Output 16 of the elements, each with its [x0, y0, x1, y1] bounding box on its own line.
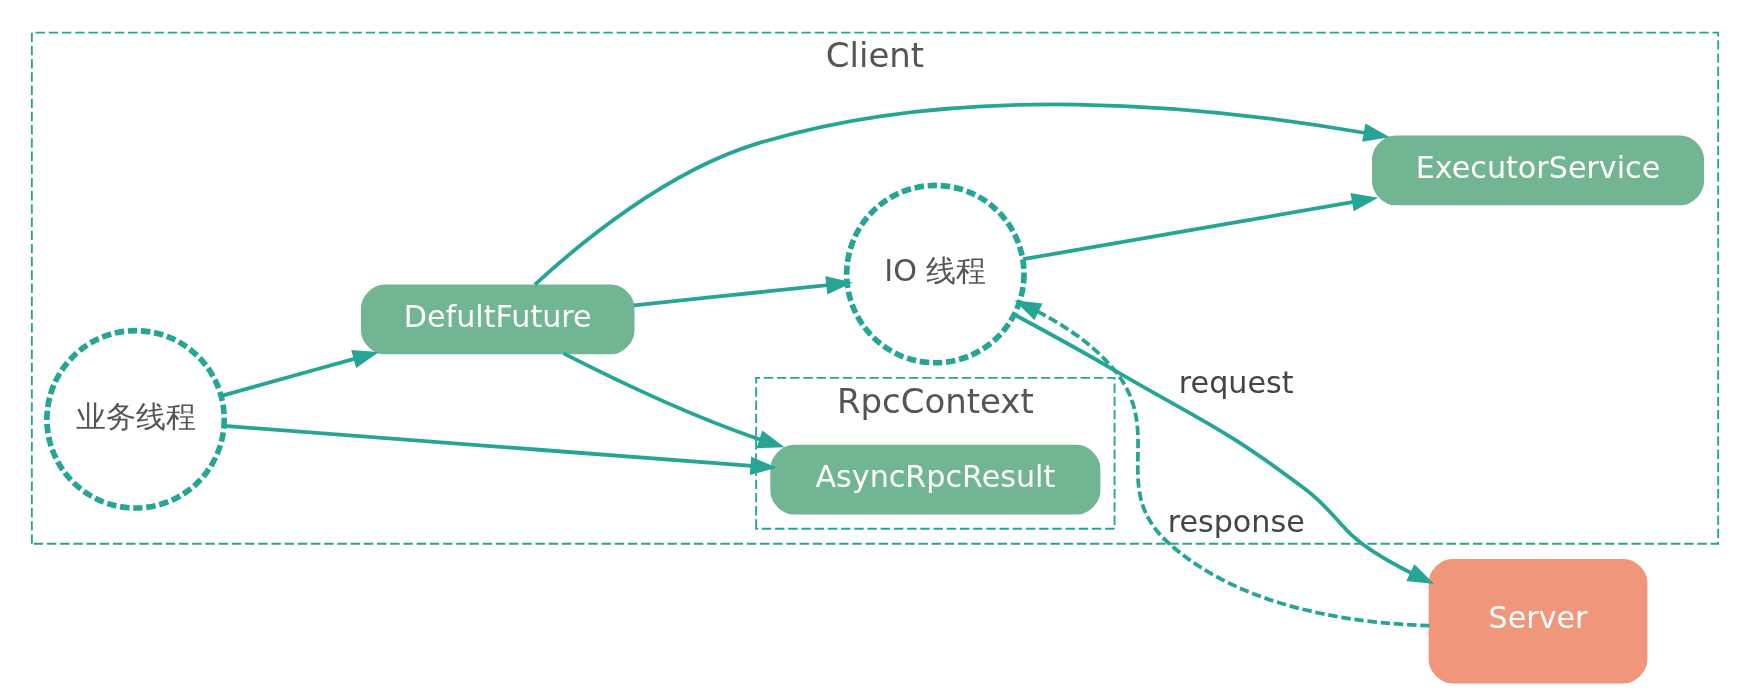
- arrow: [533, 102, 1390, 287]
- arrow: [1014, 300, 1430, 628]
- arrow: [562, 351, 785, 449]
- node-circle: 业务线程: [44, 327, 228, 511]
- edge-label: request: [1178, 364, 1294, 400]
- arrow: [1022, 193, 1379, 262]
- arrow: [633, 276, 853, 308]
- arrow: [221, 350, 380, 398]
- node-box: DefultFuture: [361, 284, 635, 355]
- node-circle: IO 线程: [843, 182, 1027, 366]
- edge-label: response: [1167, 504, 1305, 540]
- node-box: AsyncRpcResult: [770, 444, 1101, 515]
- arrow: [224, 424, 777, 476]
- node-box: ExecutorService: [1372, 135, 1704, 206]
- arrow: [1013, 313, 1435, 584]
- node-box: Server: [1428, 558, 1648, 684]
